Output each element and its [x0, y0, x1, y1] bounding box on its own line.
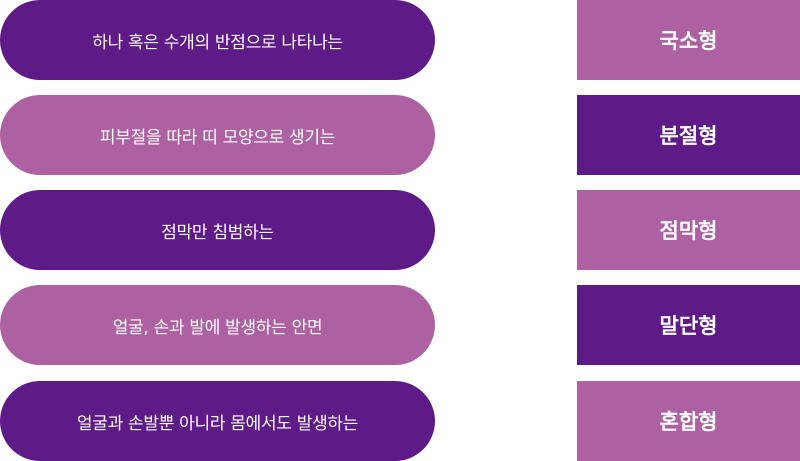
row-acral: 얼굴, 손과 발에 발생하는 안면 말단형: [0, 285, 800, 365]
description-label: 얼굴, 손과 발에 발생하는 안면: [112, 317, 323, 338]
type-label: 말단형: [659, 314, 718, 338]
type-box-mucosal: 점막형: [577, 190, 800, 270]
description-label: 피부절을 따라 띠 모양으로 생기는: [99, 127, 336, 148]
row-localized: 하나 혹은 수개의 반점으로 나타나는 국소형: [0, 0, 800, 80]
row-mucosal: 점막만 침범하는 점막형: [0, 190, 800, 270]
type-label: 혼합형: [659, 410, 718, 434]
description-label: 하나 혹은 수개의 반점으로 나타나는: [92, 32, 343, 53]
type-label: 점막형: [659, 219, 718, 243]
description-pill-segmental: 피부절을 따라 띠 모양으로 생기는: [0, 95, 435, 175]
row-mixed: 얼굴과 손발뿐 아니라 몸에서도 발생하는 혼합형: [0, 381, 800, 461]
type-label: 분절형: [659, 124, 718, 148]
description-pill-mucosal: 점막만 침범하는: [0, 190, 435, 270]
type-box-mixed: 혼합형: [577, 381, 800, 461]
type-box-acral: 말단형: [577, 285, 800, 365]
type-label: 국소형: [659, 29, 718, 53]
type-box-segmental: 분절형: [577, 95, 800, 175]
description-label: 얼굴과 손발뿐 아니라 몸에서도 발생하는: [76, 413, 359, 434]
description-label: 점막만 침범하는: [161, 222, 274, 243]
description-pill-mixed: 얼굴과 손발뿐 아니라 몸에서도 발생하는: [0, 381, 435, 461]
type-box-localized: 국소형: [577, 0, 800, 80]
row-segmental: 피부절을 따라 띠 모양으로 생기는 분절형: [0, 95, 800, 175]
description-pill-acral: 얼굴, 손과 발에 발생하는 안면: [0, 285, 435, 365]
description-pill-localized: 하나 혹은 수개의 반점으로 나타나는: [0, 0, 435, 80]
